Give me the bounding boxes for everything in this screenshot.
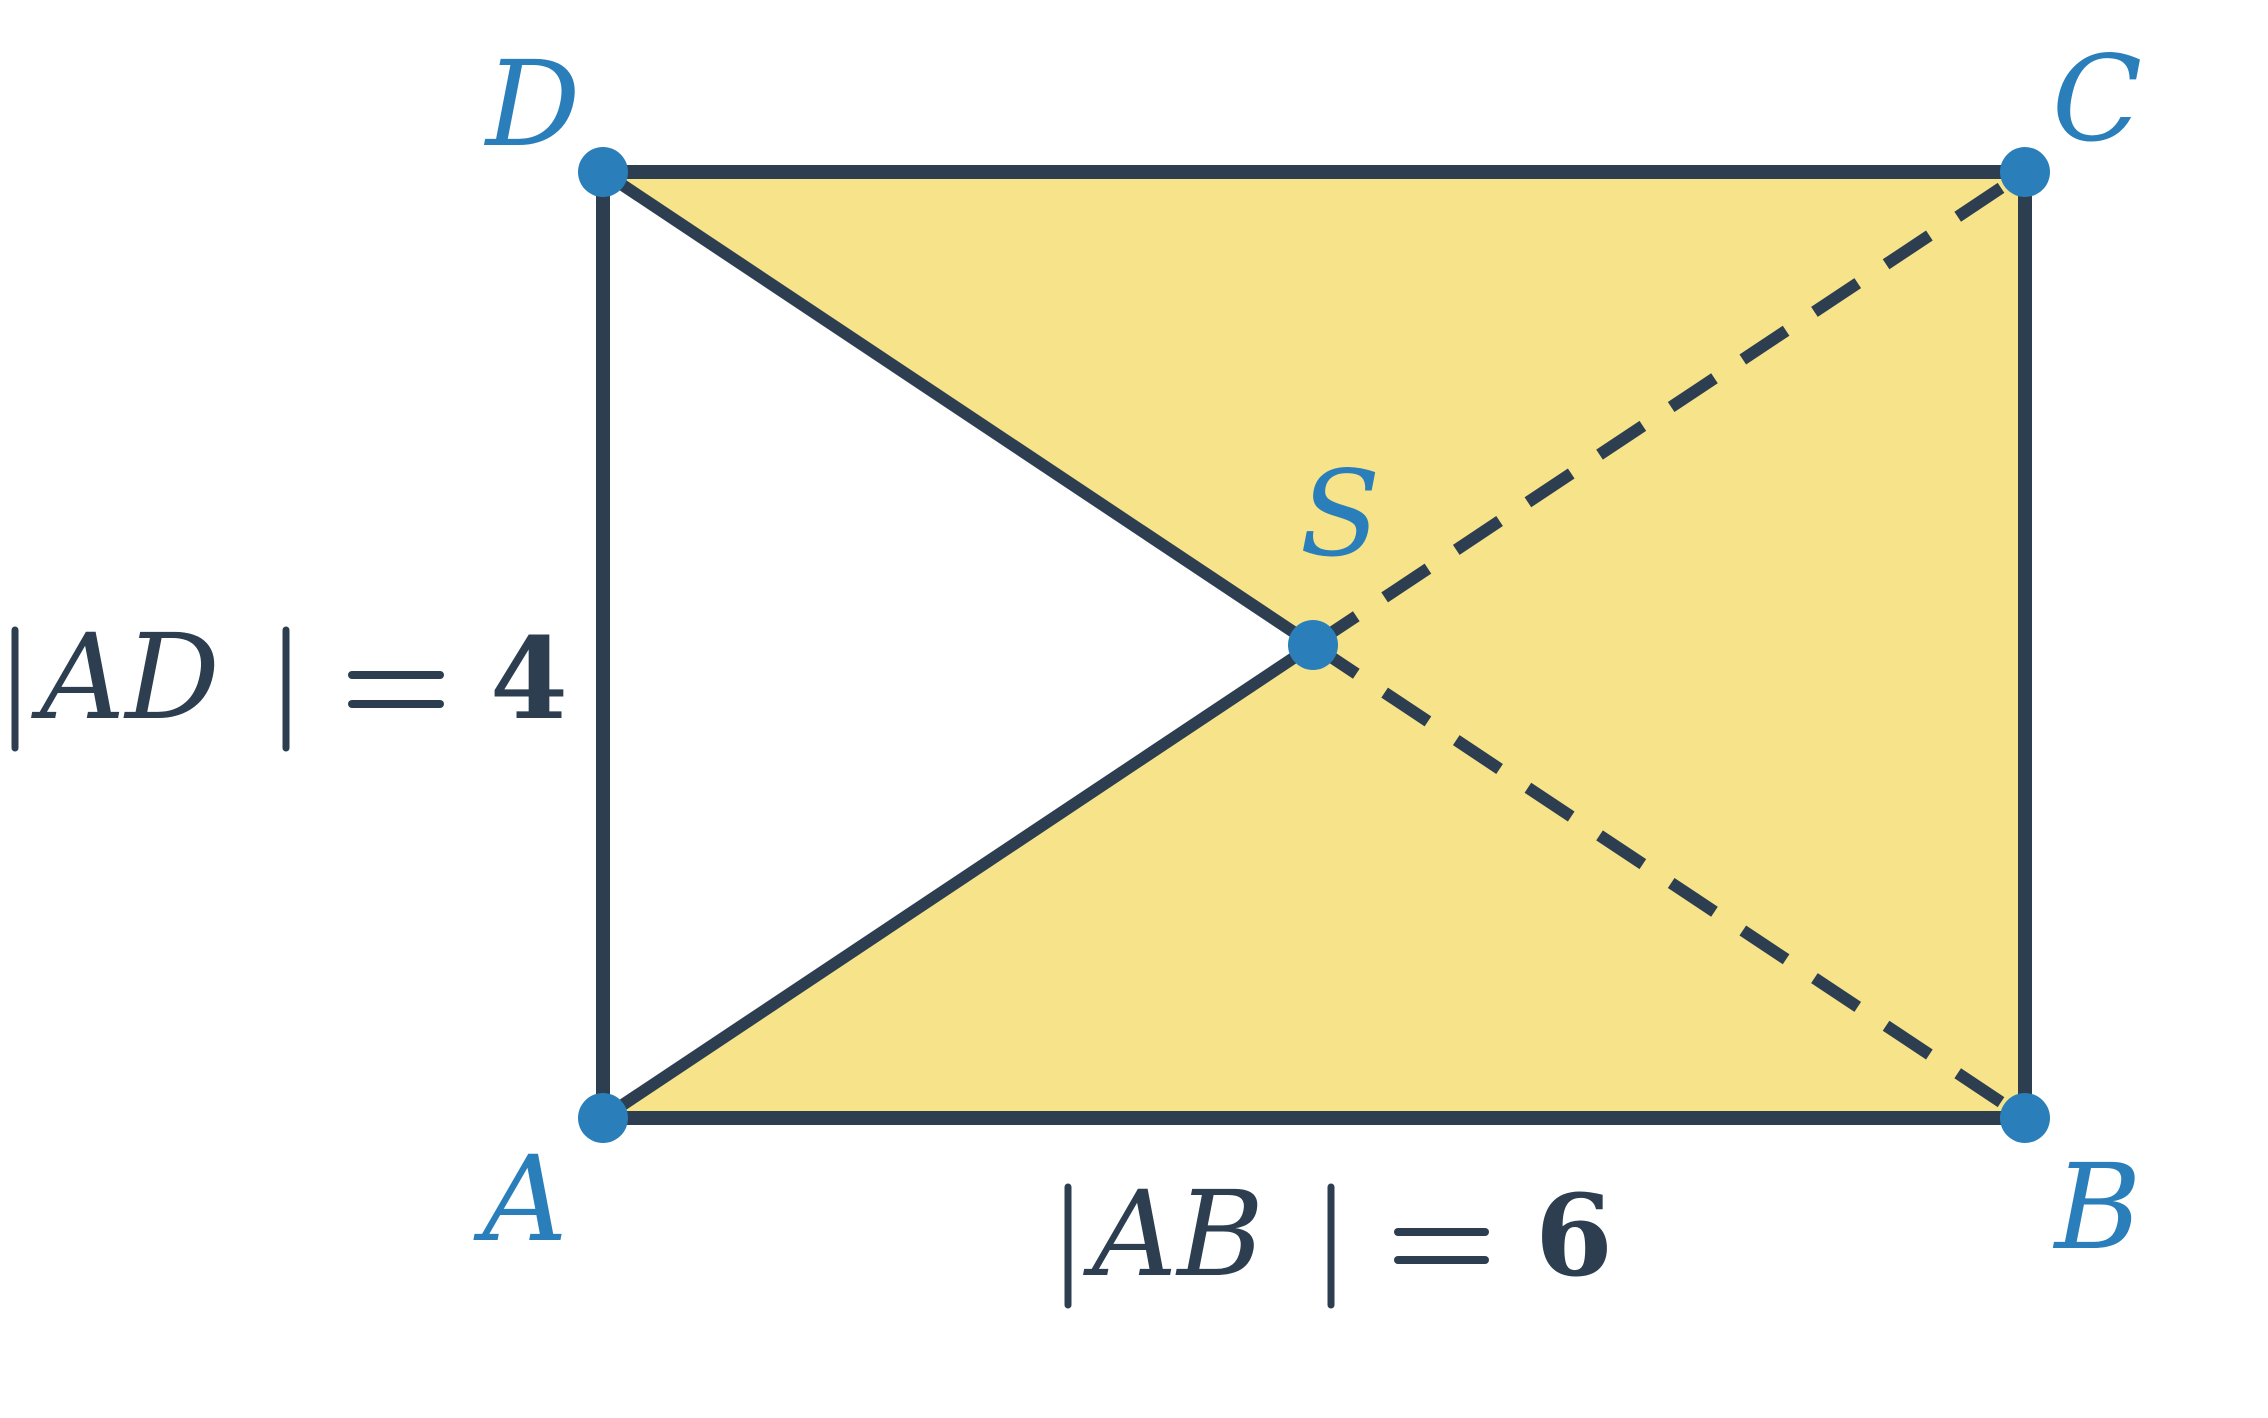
measure-ab-segment: AB (1083, 1165, 1264, 1303)
label-b: B (2053, 1138, 2142, 1276)
measure-ab: AB 6 (1064, 1165, 1613, 1309)
label-c: C (2052, 30, 2142, 168)
measure-ab-value: 6 (1535, 1171, 1613, 1302)
measure-ad-segment: AD (31, 608, 220, 746)
measure-ad: AD 4 (11, 608, 568, 752)
point-s (1288, 620, 1338, 670)
label-s: S (1300, 445, 1381, 583)
segment-ds (597, 166, 1319, 651)
point-a (578, 1093, 628, 1143)
label-a: A (473, 1130, 567, 1268)
point-c (2000, 147, 2050, 197)
point-d (578, 147, 628, 197)
measure-ad-value: 4 (490, 614, 568, 745)
label-d: D (484, 35, 581, 173)
segment-sb-dashed (1309, 640, 2029, 1123)
segment-as (597, 639, 1319, 1124)
segment-sc-dashed (1309, 167, 2029, 650)
point-b (2000, 1093, 2050, 1143)
